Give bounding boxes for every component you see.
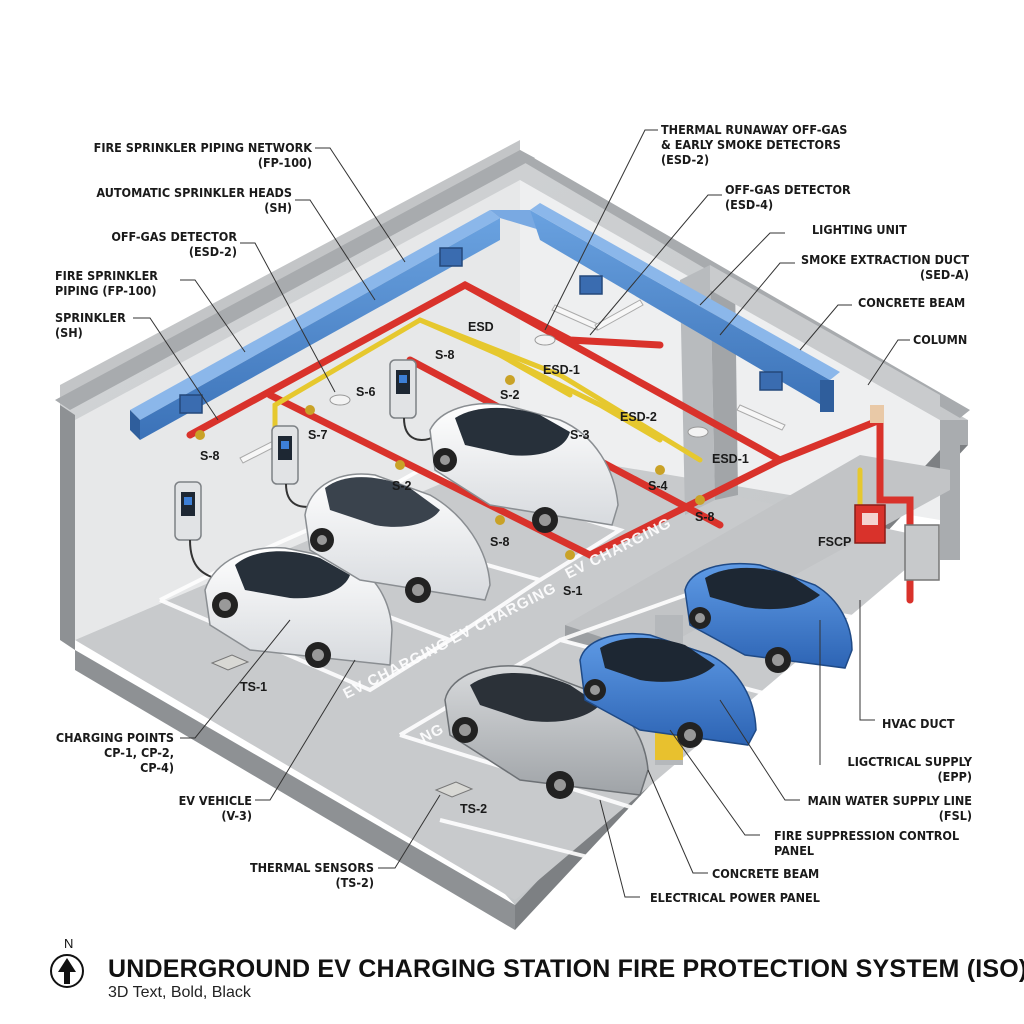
leader-lines [133,129,910,898]
tag-s-8-left: S-8 [200,449,220,463]
car-blue-2 [684,563,853,673]
tag-fscp: FSCP [818,535,852,549]
tag-s-8-right: S-8 [695,510,715,524]
concrete-beam-top [710,265,940,420]
callout-off-gas-detector-right: OFF-GAS DETECTOR (ESD-4) [725,182,851,212]
tag-s-7: S-7 [308,428,328,442]
callout-off-gas-detector-left: OFF-GAS DETECTOR (ESD-2) [111,229,237,259]
tag-ts-2: TS-2 [460,802,488,816]
callout-fire-sprinkler-piping: FIRE SPRINKLER PIPING (FP-100) [55,268,158,298]
callout-electrical-power-panel: ELECTRICAL POWER PANEL [650,890,820,905]
callout-lighting-unit: LIGHTING UNIT [812,222,907,237]
car-blue-1 [579,633,757,748]
tag-s-2-top: S-2 [500,388,520,402]
smoke-detectors [329,334,709,438]
charger-cp-2 [271,425,299,485]
car-white-2 [304,473,491,603]
tag-esd-1-top: ESD-1 [543,363,580,377]
tag-s-3: S-3 [570,428,590,442]
tag-esd-1-right: ESD-1 [712,452,749,466]
tag-esd-2: ESD-2 [620,410,657,424]
slab-edge-front [75,650,515,930]
tag-esd: ESD [468,320,494,334]
callout-concrete-beam-bottom: CONCRETE BEAM [712,866,820,881]
callout-fire-sprinkler-piping-network: FIRE SPRINKLER PIPING NETWORK (FP-100) [93,140,312,170]
callout-concrete-beam-top: CONCRETE BEAM [858,295,966,310]
callout-smoke-extraction-duct: SMOKE EXTRACTION DUCT (SED-A) [801,252,969,282]
tag-s-1: S-1 [563,584,583,598]
charger-cp-1 [174,481,202,541]
slab-edge-left [60,405,75,650]
callout-main-water-supply-line: MAIN WATER SUPPLY LINE (FSL) [807,793,972,823]
north-arrow-icon [50,954,84,988]
thermal-sensors [210,654,474,798]
right-outer-wall [940,420,968,560]
fire-control-panels [854,405,940,581]
charger-cp-4 [389,359,417,419]
tag-s-6: S-6 [356,385,376,399]
tag-s-8-mid: S-8 [490,535,510,549]
callout-ev-vehicle: EV VEHICLE (V-3) [178,793,252,823]
smoke-extraction-duct [130,203,840,440]
callout-fire-suppression-control-panel: FIRE SUPPRESSION CONTROL PANEL [774,828,960,858]
callout-thermal-runaway-detectors: THERMAL RUNAWAY OFF-GAS & EARLY SMOKE DE… [661,122,848,167]
cars [204,403,853,799]
tag-s-2-mid: S-2 [392,479,412,493]
north-label: N [64,936,74,951]
callout-sprinkler: SPRINKLER (SH) [55,310,126,340]
callout-charging-points: CHARGING POINTS CP-1, CP-2, CP-4) [55,730,174,775]
lower-slab [565,455,950,660]
detector-piping [272,317,863,523]
callout-electrical-supply: LIGCTRICAL SUPPLY (EPP) [847,754,972,784]
page-subtitle: 3D Text, Bold, Black [108,984,251,1001]
sprinkler-heads [195,375,705,560]
callout-hvac-duct: HVAC DUCT [882,716,955,731]
outer-rim-left [55,150,535,410]
page-title: UNDERGROUND EV CHARGING STATION FIRE PRO… [108,955,1024,983]
tag-s-8-top: S-8 [435,348,455,362]
tag-ts-1: TS-1 [240,680,268,694]
car-white-3 [429,403,619,533]
tag-s-4: S-4 [648,479,668,493]
callout-automatic-sprinkler-heads: AUTOMATIC SPRINKLER HEADS (SH) [96,185,292,215]
callout-thermal-sensors: THERMAL SENSORS (TS-2) [249,860,374,890]
callout-column: COLUMN [913,332,968,347]
